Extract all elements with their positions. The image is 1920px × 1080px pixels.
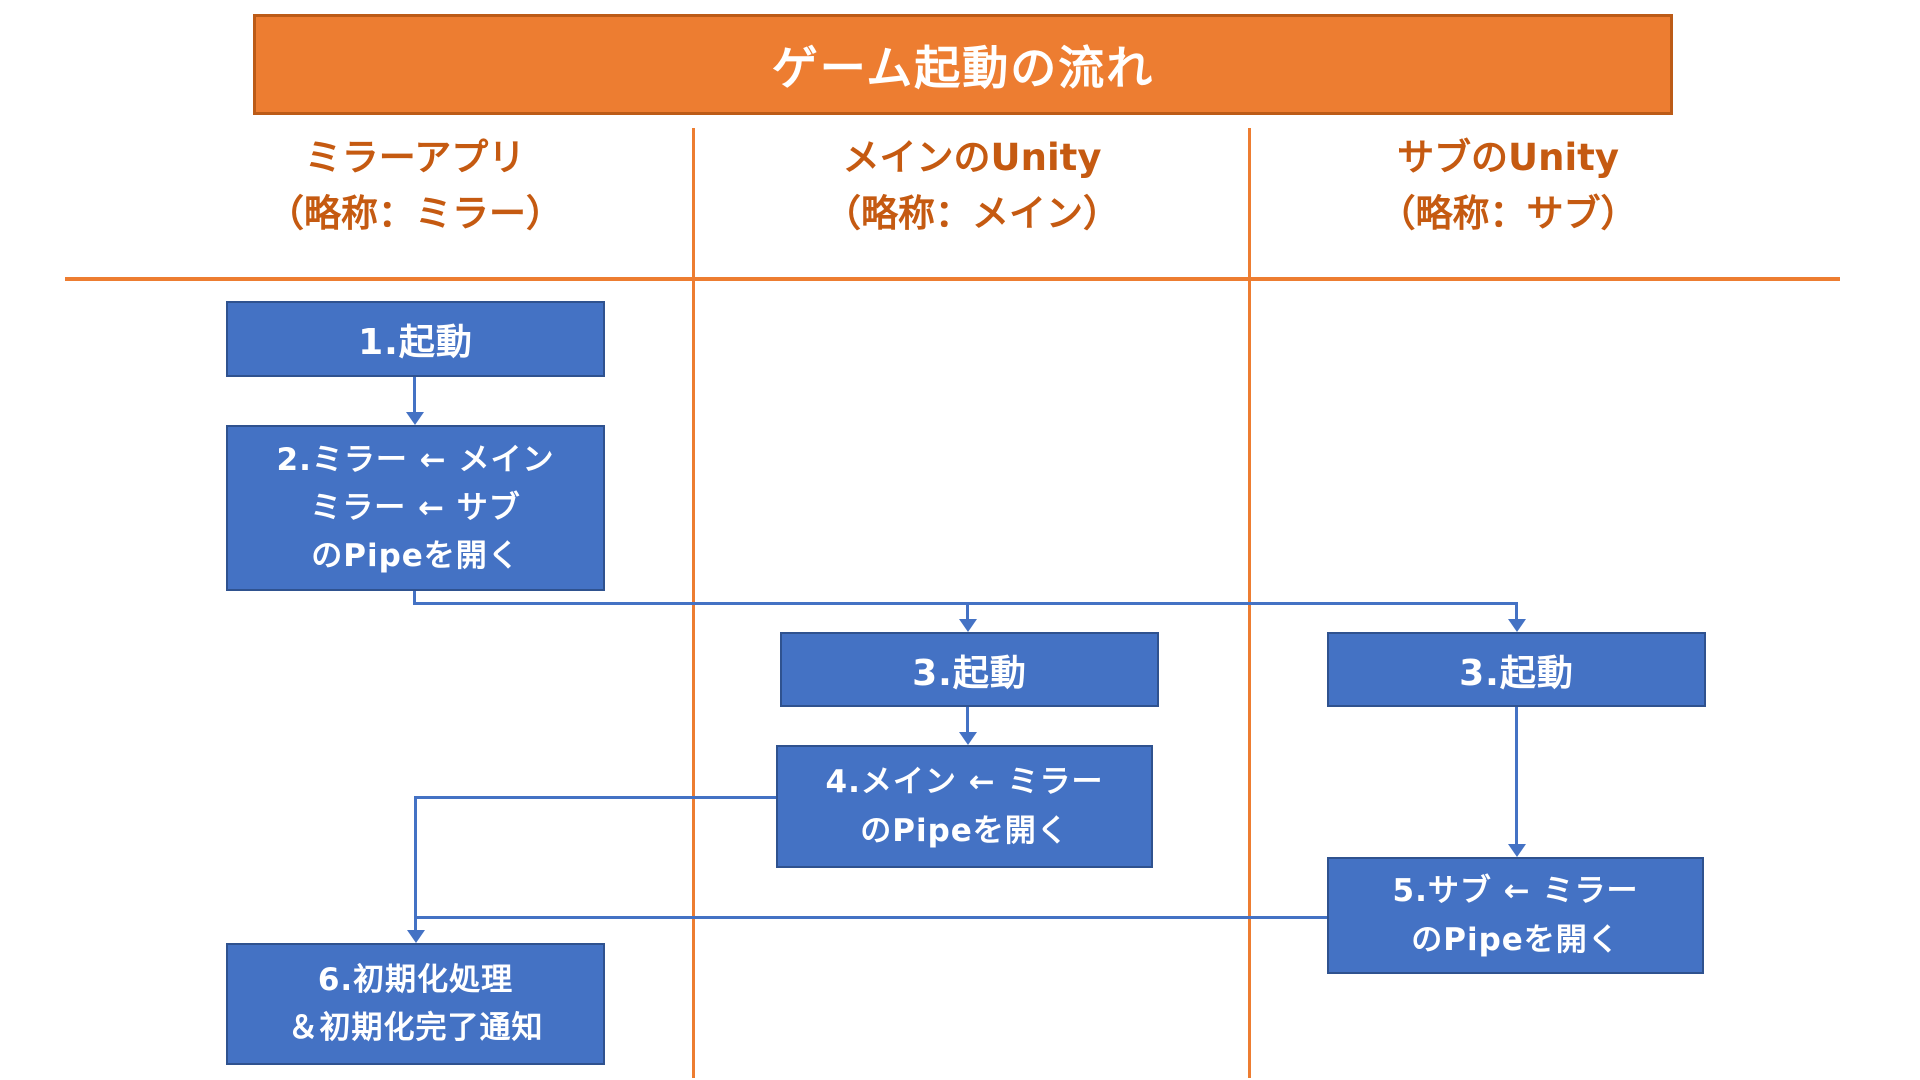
- node-step2-line3: のPipeを開く: [311, 538, 520, 575]
- arrowhead-step6: [407, 930, 425, 943]
- node-step4-line1: 4.メイン ← ミラー: [825, 764, 1104, 801]
- column-header-sub-name: サブのUnity: [1397, 136, 1619, 179]
- arrowhead-step3-sub: [1508, 619, 1526, 632]
- column-header-main-name: メインのUnity: [842, 136, 1102, 179]
- node-step3-main-label: 3.起動: [912, 652, 1027, 694]
- edge-step3main-step4: [966, 707, 969, 734]
- node-step6-line1: 6.初期化処理: [317, 961, 514, 998]
- edge-step2-down: [413, 591, 416, 605]
- node-step1-label: 1.起動: [358, 322, 473, 363]
- column-header-mirror-abbrev: （略称：ミラー）: [267, 191, 563, 235]
- node-step5-line2: のPipeを開く: [1411, 921, 1620, 958]
- edge-drop-step3-main: [966, 602, 969, 620]
- arrowhead-step3-main: [959, 619, 977, 632]
- column-header-sub: サブのUnity （略称：サブ）: [1248, 130, 1768, 241]
- column-header-sub-abbrev: （略称：サブ）: [1378, 191, 1638, 235]
- node-step3-main: 3.起動: [780, 632, 1159, 707]
- arrowhead-step5: [1508, 844, 1526, 857]
- diagram-title: ゲーム起動の流れ: [771, 40, 1155, 95]
- node-step3-sub: 3.起動: [1327, 632, 1706, 707]
- column-header-main-abbrev: （略称：メイン）: [824, 191, 1120, 235]
- node-step6: 6.初期化処理 ＆初期化完了通知: [226, 943, 605, 1065]
- arrowhead-step2: [406, 412, 424, 425]
- arrowhead-step4: [959, 732, 977, 745]
- node-step2-line2: ミラー ← サブ: [310, 489, 521, 526]
- node-step2: 2.ミラー ← メイン ミラー ← サブ のPipeを開く: [226, 425, 605, 591]
- diagram-title-bar: ゲーム起動の流れ: [253, 14, 1673, 115]
- column-header-main: メインのUnity （略称：メイン）: [712, 130, 1232, 241]
- edge-drop-step3-sub: [1515, 602, 1518, 620]
- edge-step2-horizontal: [413, 602, 1518, 605]
- column-header-mirror-name: ミラーアプリ: [304, 136, 526, 179]
- node-step3-sub-label: 3.起動: [1459, 652, 1574, 694]
- node-step1: 1.起動: [226, 301, 605, 377]
- edge-step3sub-step5: [1515, 707, 1518, 845]
- column-header-mirror: ミラーアプリ （略称：ミラー）: [155, 130, 675, 241]
- node-step4: 4.メイン ← ミラー のPipeを開く: [776, 745, 1153, 868]
- edge-step1-step2: [413, 377, 416, 415]
- edge-step5-left: [414, 916, 1327, 919]
- node-step2-line1: 2.ミラー ← メイン: [276, 441, 555, 478]
- header-rule-line: [65, 277, 1840, 281]
- node-step5-line1: 5.サブ ← ミラー: [1392, 873, 1639, 910]
- edge-step4-left: [414, 796, 776, 799]
- node-step5: 5.サブ ← ミラー のPipeを開く: [1327, 857, 1704, 974]
- node-step4-line2: のPipeを開く: [860, 812, 1069, 849]
- edge-join-down-step6: [414, 796, 417, 931]
- node-step6-line2: ＆初期化完了通知: [287, 1010, 544, 1046]
